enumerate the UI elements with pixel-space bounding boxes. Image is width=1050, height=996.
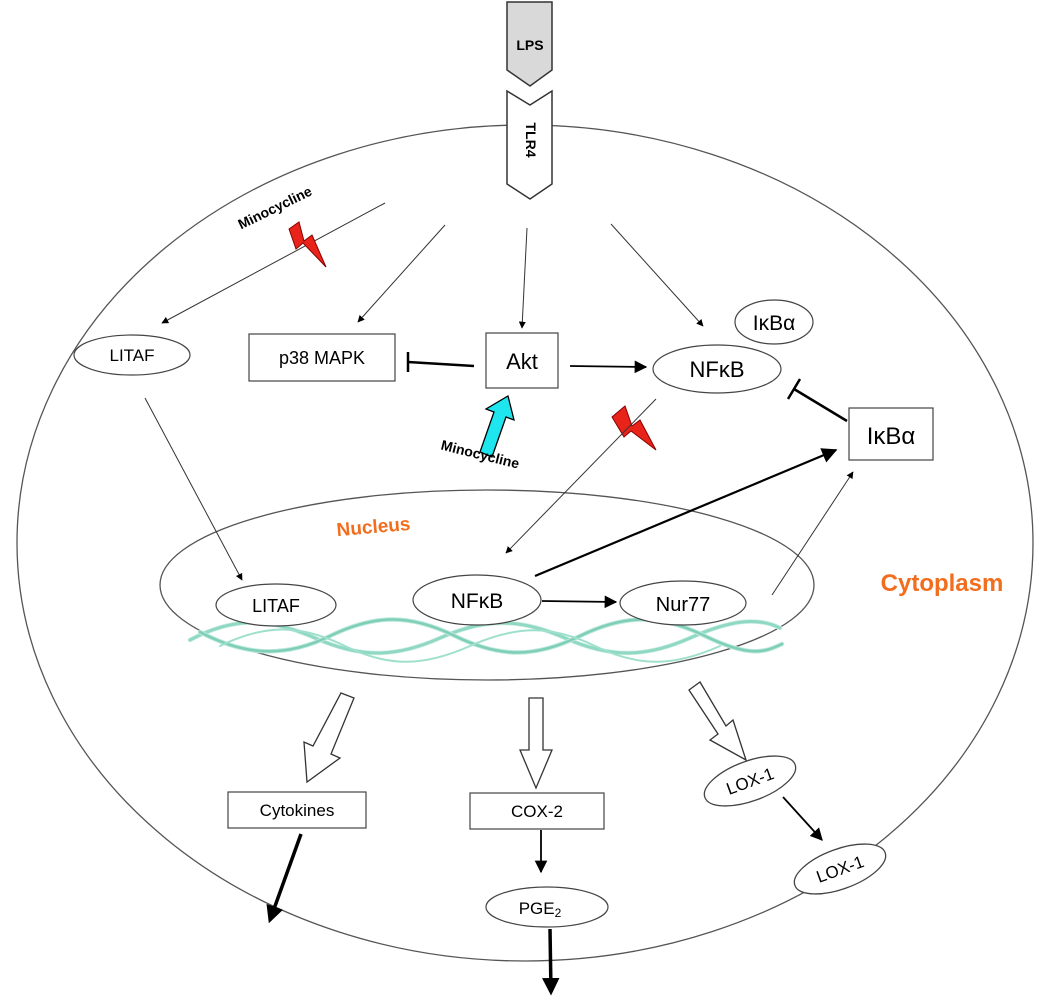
- pge2-node: [485, 886, 609, 928]
- expression-arrow-cox2: [519, 697, 553, 790]
- akt-inhibits-p38: [407, 360, 475, 368]
- arrow-tlr4-p38: [357, 224, 446, 323]
- arrow-tlr4-akt: [518, 227, 528, 329]
- arrow-lox1-membrane: [782, 796, 823, 841]
- expression-arrow-lox1: [688, 681, 748, 762]
- nucleus-label: Nucleus: [336, 514, 411, 541]
- ikba-node: [848, 407, 934, 461]
- ikba-label: IκBα: [867, 423, 916, 450]
- cytokines-label: Cytokines: [260, 801, 335, 820]
- arrow-cytokines-secreted: [266, 833, 303, 924]
- arrow-nur77-ikba: [771, 471, 854, 596]
- litaf-nuc-node: [215, 583, 337, 627]
- lox1-node-membrane: [793, 843, 887, 895]
- cytoplasm-label: Cytoplasm: [881, 570, 1004, 597]
- ikba-bound-label: IκBα: [753, 312, 795, 335]
- nfkb-nuc-node: [412, 574, 542, 626]
- arrow-pge2-secreted: [542, 928, 560, 996]
- cytokines-node: [227, 791, 367, 829]
- akt-label: Akt: [506, 349, 538, 374]
- arrow-akt-nfkb: [569, 360, 648, 374]
- akt-node: [485, 332, 559, 389]
- minocycline-akt-label: Minocycline: [439, 437, 521, 472]
- p38-mapk-label: p38 MAPK: [279, 348, 365, 368]
- nucleus-membrane: [159, 489, 815, 681]
- cell-membrane: [16, 124, 1034, 962]
- pge2-subscript: 2: [555, 906, 562, 920]
- p38-mapk-node: [248, 333, 396, 382]
- litaf-cyto-node: [73, 334, 191, 376]
- expression-arrow-cytokines: [303, 692, 355, 784]
- pge2-label: PGE2: [519, 899, 562, 920]
- arrow-litaf-translocation: [144, 397, 243, 581]
- lps-label: LPS: [516, 37, 543, 53]
- minocycline-top-label: Minocycline: [235, 183, 314, 233]
- nfkb-cyto-node: [652, 344, 782, 394]
- lox1-node-intracellular: [703, 755, 797, 807]
- litaf-nuc-label: LITAF: [252, 596, 300, 616]
- ikba-bound-node: [734, 299, 814, 345]
- lps-receptor-ligand: LPS: [506, 1, 553, 87]
- pge2-text: PGE: [519, 899, 555, 918]
- litaf-cyto-label: LITAF: [109, 346, 154, 365]
- arrow-tlr4-litaf: [161, 202, 386, 324]
- ikba-inhibits-nfkb-bar: [786, 378, 802, 400]
- nur77-label: Nur77: [656, 594, 710, 616]
- nfkb-cyto-label: NFκB: [690, 357, 745, 382]
- cox2-label: COX-2: [511, 802, 563, 821]
- cox2-node: [469, 792, 605, 830]
- arrow-nfkb-nur77: [541, 595, 618, 609]
- minocycline-nfkb-bolt-icon: [611, 405, 657, 451]
- nur77-node: [619, 580, 747, 626]
- arrow-nfkb-translocation: [505, 398, 657, 554]
- minocycline-stimulates-akt-icon: [479, 394, 515, 458]
- arrow-tlr4-nfkb: [610, 223, 704, 327]
- tlr4-label: TLR4: [523, 123, 539, 158]
- tlr4-receptor: TLR4: [506, 89, 553, 200]
- nfkb-nuc-label: NFκB: [451, 590, 504, 613]
- arrow-nfkb-ikba: [534, 448, 838, 578]
- ikba-inhibits-nfkb: [793, 387, 848, 423]
- minocycline-top-bolt-icon: [288, 221, 327, 268]
